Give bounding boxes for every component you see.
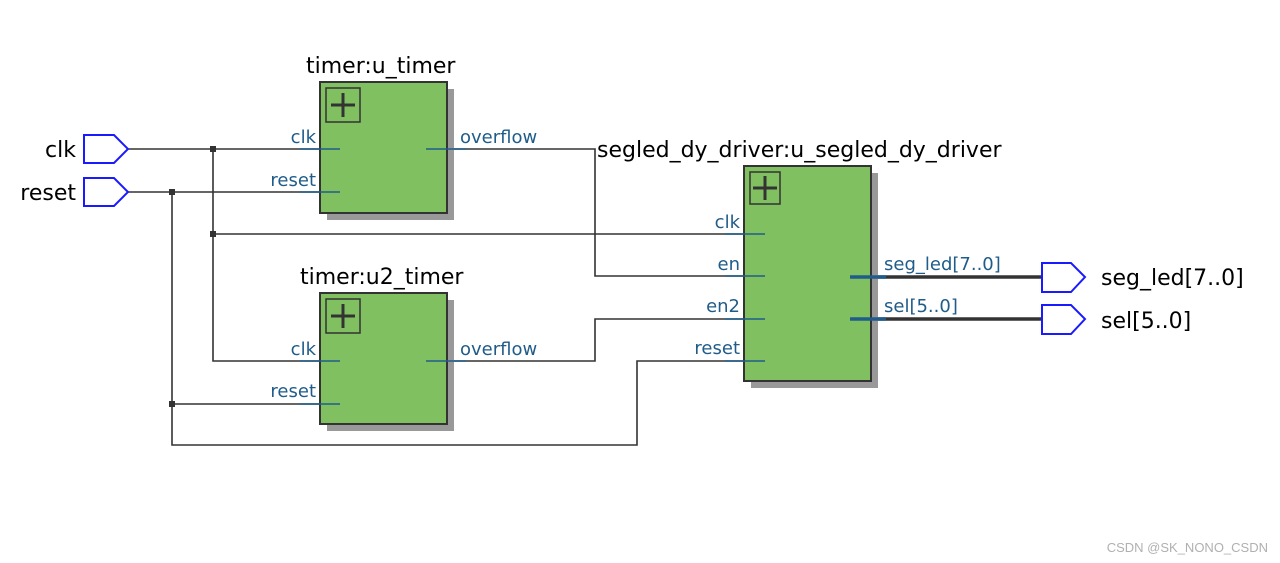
port-label-seg-led: seg_led[7..0] — [884, 254, 1001, 275]
block-u2-timer[interactable]: timer:u2_timer clk reset overflow — [270, 265, 537, 431]
input-port-icon — [83, 177, 130, 207]
wire-u-timer-overflow-to-en — [426, 148, 765, 277]
output-port-icon — [1041, 304, 1087, 335]
port-label-clk: clk — [291, 339, 317, 360]
block-title: segled_dy_driver:u_segled_dy_driver — [597, 138, 1002, 163]
junction-dot — [210, 146, 216, 152]
port-label-reset: reset — [694, 338, 740, 359]
output-port-icon — [1041, 262, 1087, 293]
port-label-sel: sel[5..0] — [884, 296, 958, 317]
expand-icon[interactable] — [325, 298, 361, 334]
input-label-reset: reset — [20, 181, 76, 206]
junction-dot — [210, 231, 216, 237]
port-label-en2: en2 — [706, 296, 740, 317]
block-body — [743, 165, 872, 382]
port-label-clk: clk — [715, 212, 741, 233]
block-title: timer:u_timer — [306, 54, 456, 79]
junction-dot — [169, 189, 175, 195]
input-pin-reset[interactable]: reset — [20, 177, 130, 207]
port-label-clk: clk — [291, 127, 317, 148]
output-label-seg-led: seg_led[7..0] — [1101, 266, 1244, 291]
block-body — [319, 81, 448, 214]
wire-u2-timer-overflow-to-en2 — [426, 318, 765, 362]
output-pin-sel[interactable]: sel[5..0] — [1041, 304, 1191, 335]
port-label-overflow: overflow — [460, 339, 537, 360]
output-label-sel: sel[5..0] — [1101, 309, 1191, 334]
junction-dot — [169, 401, 175, 407]
port-label-reset: reset — [270, 170, 316, 191]
port-label-reset: reset — [270, 381, 316, 402]
block-u-timer[interactable]: timer:u_timer clk reset overflow — [270, 54, 537, 220]
wire-clk-to-u2-timer — [212, 149, 340, 362]
expand-icon[interactable] — [325, 87, 361, 123]
block-u-segled-dy-driver[interactable]: segled_dy_driver:u_segled_dy_driver clk … — [597, 138, 1002, 388]
input-label-clk: clk — [45, 138, 76, 163]
port-label-overflow: overflow — [460, 127, 537, 148]
wire-reset-to-driver — [171, 192, 765, 446]
input-port-icon — [83, 134, 130, 164]
watermark: CSDN @SK_NONO_CSDN — [1106, 540, 1268, 555]
input-pin-clk[interactable]: clk — [45, 134, 130, 164]
expand-icon[interactable] — [749, 171, 781, 205]
port-label-en: en — [718, 254, 740, 275]
block-title: timer:u2_timer — [300, 265, 464, 290]
output-pin-seg-led[interactable]: seg_led[7..0] — [1041, 262, 1244, 293]
